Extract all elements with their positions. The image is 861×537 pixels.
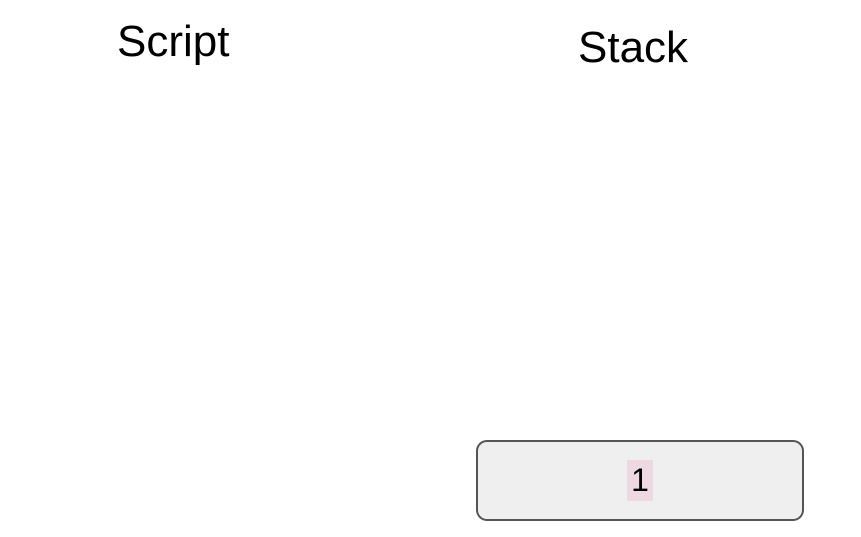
- stack-pane-title: Stack: [578, 23, 689, 72]
- script-pane-title: Script: [117, 17, 230, 66]
- stack-frame[interactable]: 1: [476, 440, 804, 521]
- script-pane-body: [0, 80, 430, 537]
- stack-frame-value: 1: [627, 460, 653, 501]
